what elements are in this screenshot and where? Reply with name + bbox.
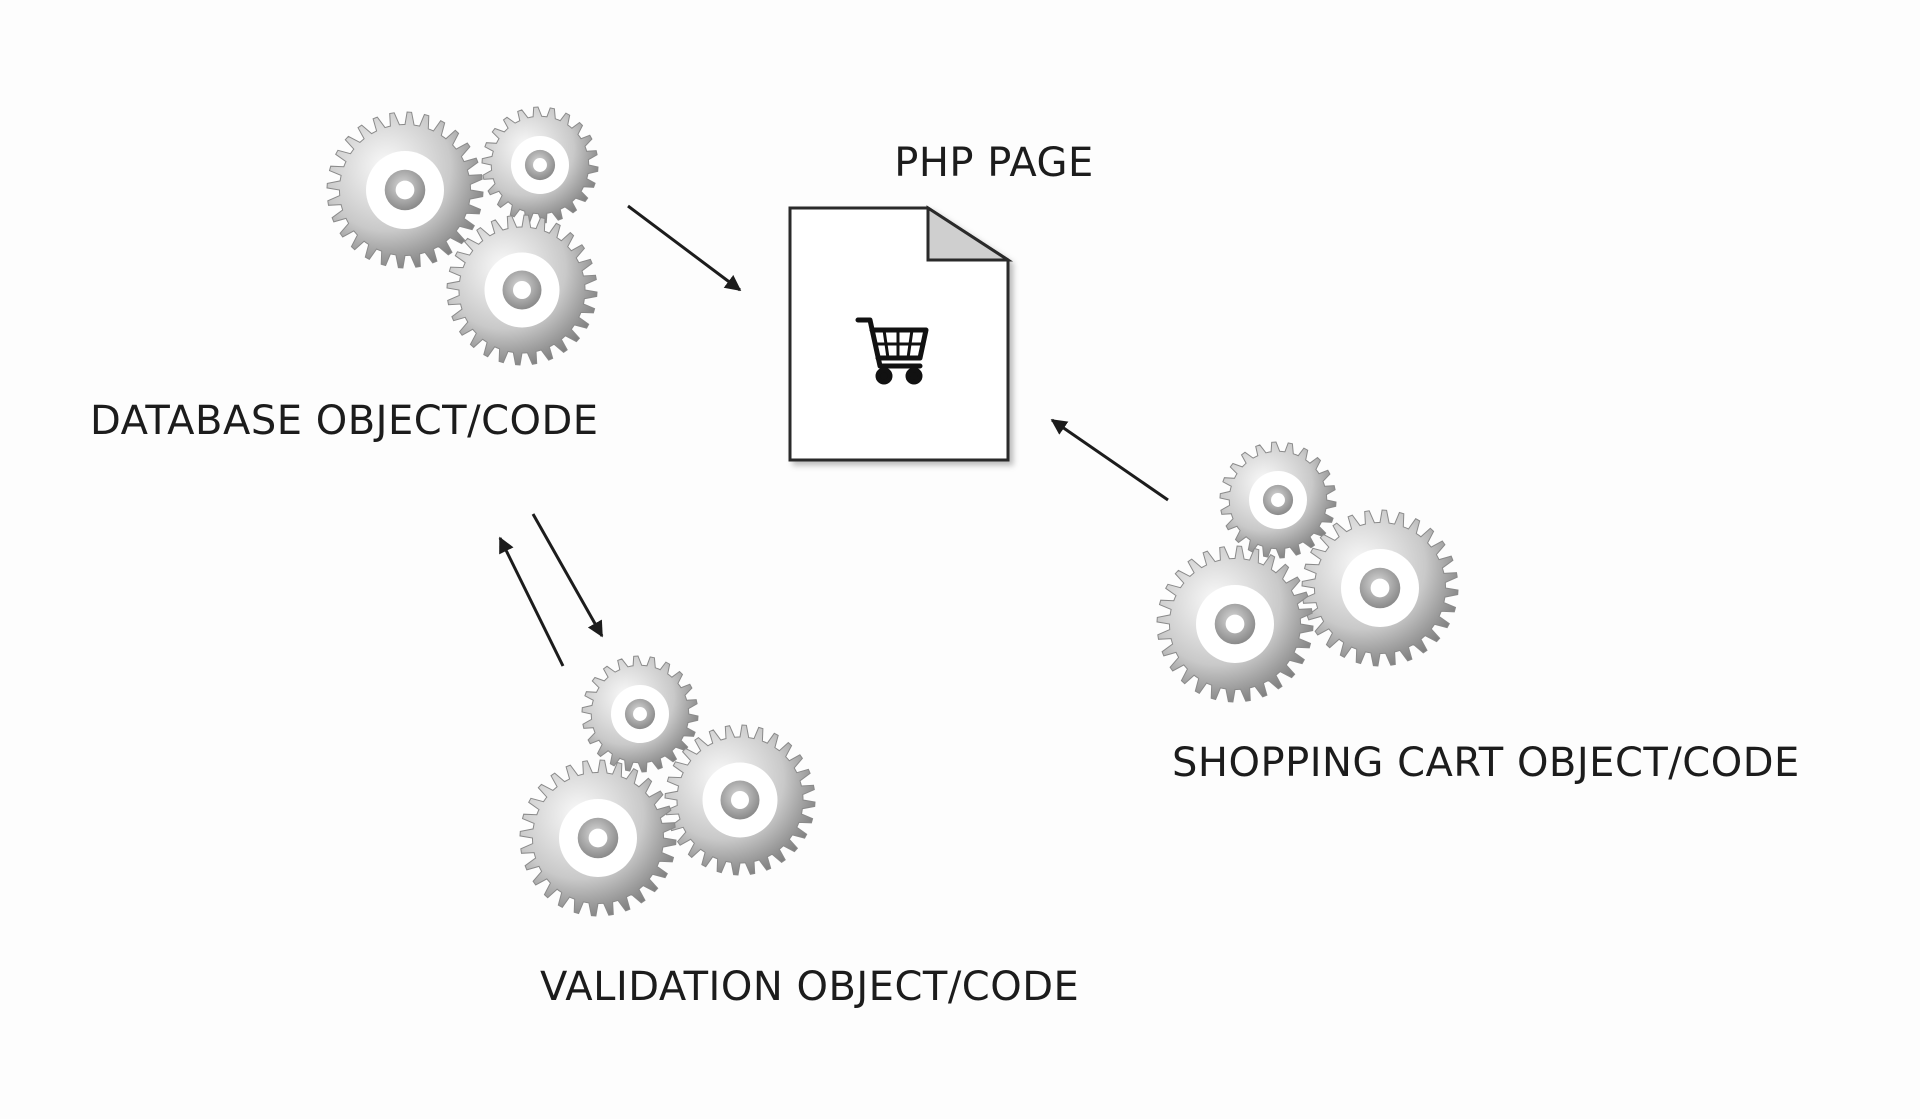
gear-icon [447,215,597,365]
arrow-database-to-php-page [628,206,740,290]
gear-icon [482,107,598,223]
gears-icon [520,656,815,916]
validation-label: VALIDATION OBJECT/CODE [540,964,1079,1010]
gear-icon [520,760,676,916]
php-page-label: PHP PAGE [894,140,1094,186]
gear-icon [1157,546,1313,702]
gears-icon [327,107,598,365]
database-label: DATABASE OBJECT/CODE [90,398,599,444]
shopping-cart-node: SHOPPING CART OBJECT/CODE [1157,442,1800,786]
page-fold-corner [928,208,1008,260]
database-node: DATABASE OBJECT/CODE [90,107,599,444]
gears-icon [1157,442,1458,702]
gear-icon [1220,442,1336,558]
arrow-shopping-cart-to-php-page [1052,420,1168,500]
gear-icon [327,112,483,268]
gear-icon [582,656,698,772]
arrow-database-to-validation [533,514,602,636]
shopping-cart-label: SHOPPING CART OBJECT/CODE [1172,740,1800,786]
arrow-validation-to-database [500,538,563,666]
php-page-node: PHP PAGE [790,140,1094,460]
validation-node: VALIDATION OBJECT/CODE [520,656,1079,1010]
